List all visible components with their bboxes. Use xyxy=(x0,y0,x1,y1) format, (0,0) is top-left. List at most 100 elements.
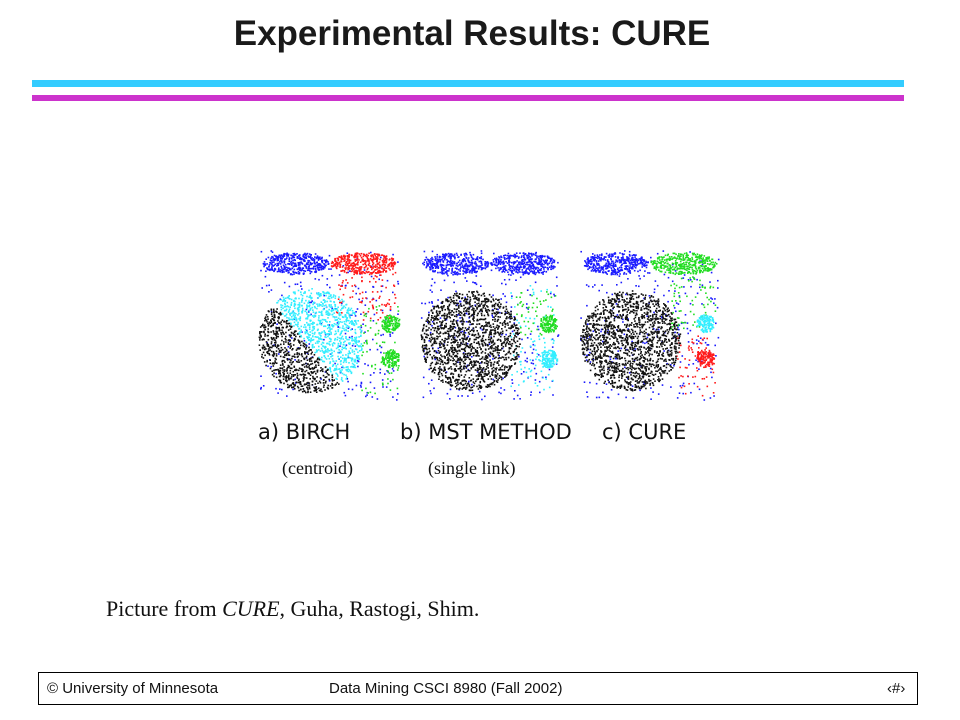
cluster-dot xyxy=(554,318,556,320)
cluster-dot xyxy=(316,257,319,259)
noise-dot xyxy=(266,342,268,344)
cluster-dot xyxy=(499,368,502,371)
cluster-dot xyxy=(395,361,397,364)
cluster-dot xyxy=(272,365,275,367)
cluster-dot xyxy=(331,355,333,357)
noise-dot xyxy=(337,326,340,328)
cluster-dot xyxy=(546,322,548,324)
cluster-dot xyxy=(348,265,350,267)
cluster-dot xyxy=(344,259,346,261)
cluster-dot xyxy=(306,307,308,309)
noise-dot xyxy=(488,343,491,345)
noise-dot xyxy=(366,341,368,344)
cluster-dot xyxy=(336,338,339,341)
cluster-dot xyxy=(327,348,329,350)
cluster-dot xyxy=(450,257,452,259)
noise-dot xyxy=(453,281,455,284)
noise-dot xyxy=(346,252,349,254)
cluster-dot xyxy=(362,271,365,273)
cluster-dot xyxy=(278,316,280,319)
cluster-dot xyxy=(446,313,449,316)
cluster-dot xyxy=(474,348,477,351)
noise-dot xyxy=(480,260,483,263)
cluster-dot xyxy=(528,261,530,263)
cluster-dot xyxy=(504,365,506,368)
noise-dot xyxy=(368,307,370,310)
cluster-dot xyxy=(495,313,498,316)
cluster-dot xyxy=(381,264,384,267)
noise-dot xyxy=(382,384,384,386)
cluster-dot xyxy=(425,347,428,349)
cluster-dot xyxy=(482,331,484,334)
cluster-dot xyxy=(316,297,319,299)
cluster-dot xyxy=(275,332,277,335)
cluster-dot xyxy=(290,260,293,263)
cluster-dot xyxy=(272,308,275,311)
cluster-dot xyxy=(283,359,285,362)
cluster-dot xyxy=(313,322,315,324)
cluster-dot xyxy=(320,359,323,361)
cluster-dot xyxy=(437,258,439,261)
noise-dot xyxy=(552,379,554,382)
cluster-dot xyxy=(476,257,478,259)
cluster-dot xyxy=(297,381,300,384)
noise-dot xyxy=(544,315,546,318)
cluster-dot xyxy=(358,326,360,328)
cluster-dot xyxy=(384,317,387,320)
cluster-dot xyxy=(304,328,307,331)
cluster-dot xyxy=(448,254,451,256)
cluster-dot xyxy=(314,256,316,258)
cluster-dot xyxy=(306,304,308,306)
cluster-dot xyxy=(543,350,546,352)
title-rule-cyan xyxy=(32,80,904,87)
cluster-dot xyxy=(453,262,456,265)
cluster-dot xyxy=(480,325,483,327)
cluster-dot xyxy=(276,346,278,349)
noise-dot xyxy=(394,293,396,296)
cluster-dot xyxy=(475,351,477,353)
cluster-dot xyxy=(432,266,434,269)
noise-dot xyxy=(530,338,532,340)
noise-dot xyxy=(546,291,548,293)
cluster-dot xyxy=(350,371,353,374)
cluster-dot xyxy=(282,326,284,329)
cluster-dot xyxy=(326,333,329,335)
cluster-dot xyxy=(342,307,344,310)
cluster-dot xyxy=(288,365,291,368)
cluster-dot xyxy=(300,293,302,296)
cluster-dot xyxy=(464,271,467,274)
cluster-dot xyxy=(315,372,317,375)
noise-dot xyxy=(381,279,384,281)
cluster-dot xyxy=(295,316,297,319)
cluster-dot xyxy=(531,262,533,265)
noise-dot xyxy=(267,256,270,259)
cluster-dot xyxy=(389,325,391,327)
cluster-dot xyxy=(279,380,281,383)
cluster-dot xyxy=(289,336,292,338)
cluster-dot xyxy=(452,301,455,304)
cluster-dot xyxy=(325,313,328,316)
cluster-dot xyxy=(326,291,329,293)
cluster-dot xyxy=(316,261,318,263)
cluster-dot xyxy=(513,262,515,264)
cluster-dot xyxy=(516,355,518,358)
cluster-dot xyxy=(312,321,314,324)
cluster-dot xyxy=(322,382,325,384)
cluster-dot xyxy=(367,258,370,260)
cluster-dot xyxy=(334,264,336,266)
cluster-dot xyxy=(285,266,288,269)
cluster-dot xyxy=(543,363,546,366)
cluster-dot xyxy=(335,266,338,269)
cluster-dot xyxy=(347,257,349,260)
cluster-dot xyxy=(354,358,356,361)
cluster-dot xyxy=(289,313,291,315)
cluster-dot xyxy=(272,256,274,259)
cluster-dot xyxy=(311,339,314,341)
cluster-dot xyxy=(431,264,434,267)
cluster-dot xyxy=(320,343,323,346)
cluster-dot xyxy=(451,328,453,331)
cluster-dot xyxy=(544,323,547,325)
cluster-dot xyxy=(370,255,373,258)
noise-dot xyxy=(532,302,535,304)
cluster-dot xyxy=(343,359,346,362)
